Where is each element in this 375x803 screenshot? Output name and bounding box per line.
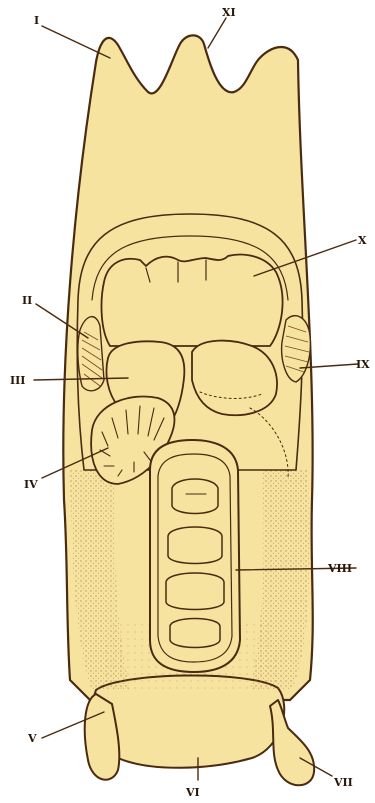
pointer-xi [208, 18, 226, 48]
label-xi: XI [222, 6, 236, 19]
right-appendage [270, 700, 314, 785]
pointer-i [42, 26, 110, 58]
label-vi: VI [185, 786, 200, 799]
label-ii: II [22, 294, 32, 307]
label-iii: III [10, 374, 25, 387]
label-viii: VIII [327, 562, 352, 575]
label-x: X [358, 234, 367, 247]
label-vii: VII [333, 776, 353, 789]
label-v: V [27, 732, 37, 745]
label-i: I [34, 14, 39, 27]
label-ix: IX [356, 358, 370, 371]
label-iv: IV [24, 478, 38, 491]
x-plate [102, 255, 283, 346]
